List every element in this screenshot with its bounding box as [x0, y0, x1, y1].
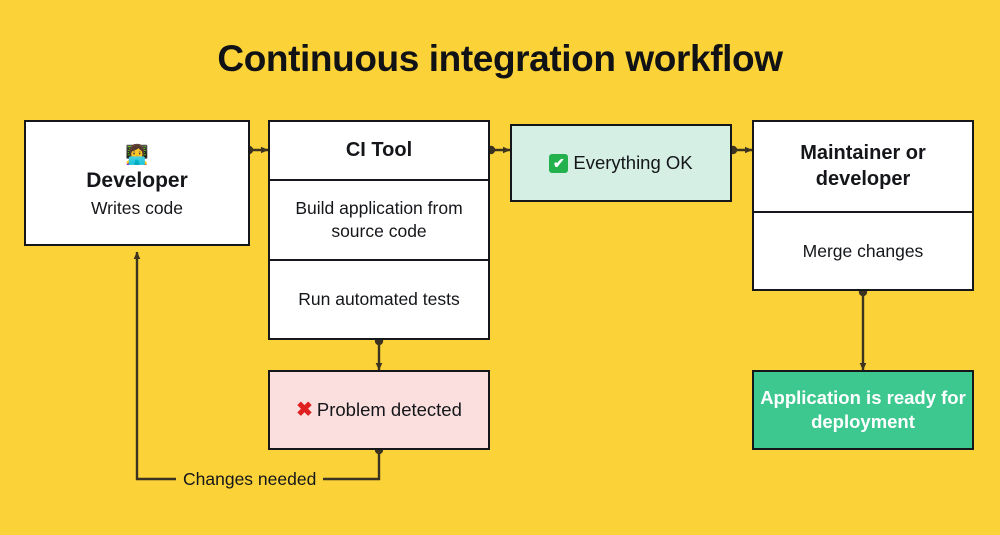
maintainer-header: Maintainer or developer: [800, 141, 926, 190]
developer-subtitle: Writes code: [90, 198, 184, 219]
node-maintainer[interactable]: Maintainer or developer Merge changes: [752, 120, 974, 291]
edge-ok-to-maintainer: [728, 145, 753, 155]
problem-detected-content: ✖ Problem detected: [270, 372, 488, 448]
node-ci-tool[interactable]: CI Tool Build application from source co…: [268, 120, 490, 340]
node-deployment-ready[interactable]: Application is ready for deployment: [752, 370, 974, 450]
ci-tool-step-build: Build application from source code: [270, 178, 488, 259]
cross-mark-icon: ✖: [296, 399, 313, 421]
everything-ok-content: ✔ Everything OK: [512, 126, 730, 200]
ci-tool-step-tests: Run automated tests: [270, 258, 488, 339]
page-title: Continuous integration workflow: [217, 38, 783, 79]
edge-citool-to-problem: [374, 336, 384, 371]
problem-detected-label: Problem detected: [316, 399, 462, 420]
maintainer-action: Merge changes: [754, 211, 972, 289]
white-check-mark-icon: ✔: [549, 153, 569, 173]
deployment-label: Application is ready for deployment: [760, 386, 966, 432]
developer-name: Developer: [86, 169, 188, 193]
edge-maintainer-to-deploy: [858, 287, 868, 371]
node-problem-detected[interactable]: ✖ Problem detected: [268, 370, 490, 450]
edge-citool-to-ok: [486, 145, 511, 155]
ci-tool-header: CI Tool: [345, 138, 413, 161]
developer-content: 👩‍💻 Developer Writes code: [26, 122, 248, 244]
edge-label-changes-needed: Changes needed: [176, 469, 324, 490]
node-everything-ok[interactable]: ✔ Everything OK: [510, 124, 732, 202]
node-developer[interactable]: 👩‍💻 Developer Writes code: [24, 120, 250, 246]
person-at-computer-icon: 👩‍💻: [125, 145, 149, 167]
everything-ok-label: Everything OK: [573, 152, 693, 173]
